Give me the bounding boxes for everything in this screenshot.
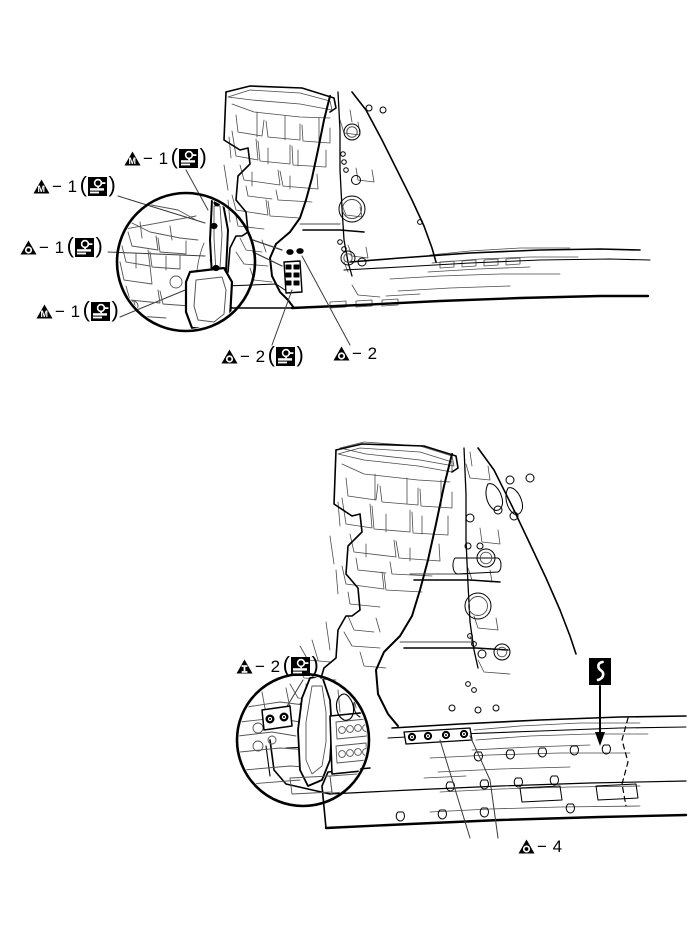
paren-open: (: [170, 144, 179, 169]
spot-weld-icon: [291, 656, 311, 676]
callout-text: − 2: [255, 656, 281, 676]
figure-1-front-pillar: M − 1 ( ) M − 1 ( ) − 1 (: [0, 0, 688, 420]
spot-weld-icon: [88, 176, 108, 196]
callout-f1-c1: M − 1 ( ): [124, 144, 208, 169]
figure-2-center-pillar: − 2 ( ) − 4: [0, 440, 688, 940]
paren-close: ): [311, 652, 320, 677]
paren-close: ): [199, 144, 208, 169]
triangle-m-icon: M: [124, 151, 141, 166]
paren-open: (: [267, 342, 276, 367]
callout-text: − 1: [55, 301, 81, 321]
spot-weld-icon: [179, 148, 199, 168]
triangle-dot-icon: [221, 349, 238, 364]
paren-open: (: [82, 297, 91, 322]
triangle-dot-icon: [518, 839, 535, 854]
paren-close: ): [108, 172, 117, 197]
triangle-dot-icon: [333, 346, 350, 361]
callout-f2-c2: − 4: [518, 838, 564, 855]
callout-f1-c2: M − 1 ( ): [33, 172, 117, 197]
callout-text: − 2: [352, 344, 378, 363]
callout-f1-c6: − 2: [333, 345, 379, 362]
triangle-m-icon: M: [33, 179, 50, 194]
callout-text: − 2: [240, 346, 266, 366]
triangle-m-icon: M: [36, 304, 53, 319]
callout-text: − 1: [52, 176, 78, 196]
triangle-i-icon: [236, 659, 253, 674]
svg-text:M: M: [41, 309, 49, 319]
callout-f1-c5: − 2 ( ): [221, 342, 305, 367]
paren-open: (: [282, 652, 291, 677]
svg-text:M: M: [38, 184, 46, 194]
paren-close: ): [111, 297, 120, 322]
paren-open: (: [79, 172, 88, 197]
paren-open: (: [66, 233, 75, 258]
callout-f2-c1: − 2 ( ): [236, 652, 320, 677]
callout-f1-c3: − 1 ( ): [20, 233, 104, 258]
triangle-dot-icon: [20, 240, 37, 255]
svg-text:M: M: [129, 156, 137, 166]
callout-text: − 4: [537, 837, 563, 856]
figure-2-drawing: [235, 441, 688, 839]
figure-1-drawing: [107, 85, 651, 346]
spot-weld-icon: [75, 237, 95, 257]
callout-f1-c4: M − 1 ( ): [36, 297, 120, 322]
sealer-icon: [589, 658, 611, 685]
spot-weld-icon: [276, 346, 296, 366]
paren-close: ): [296, 342, 305, 367]
callout-text: − 1: [143, 148, 169, 168]
paren-close: ): [95, 233, 104, 258]
spot-weld-icon: [91, 301, 111, 321]
callout-text: − 1: [39, 237, 65, 257]
